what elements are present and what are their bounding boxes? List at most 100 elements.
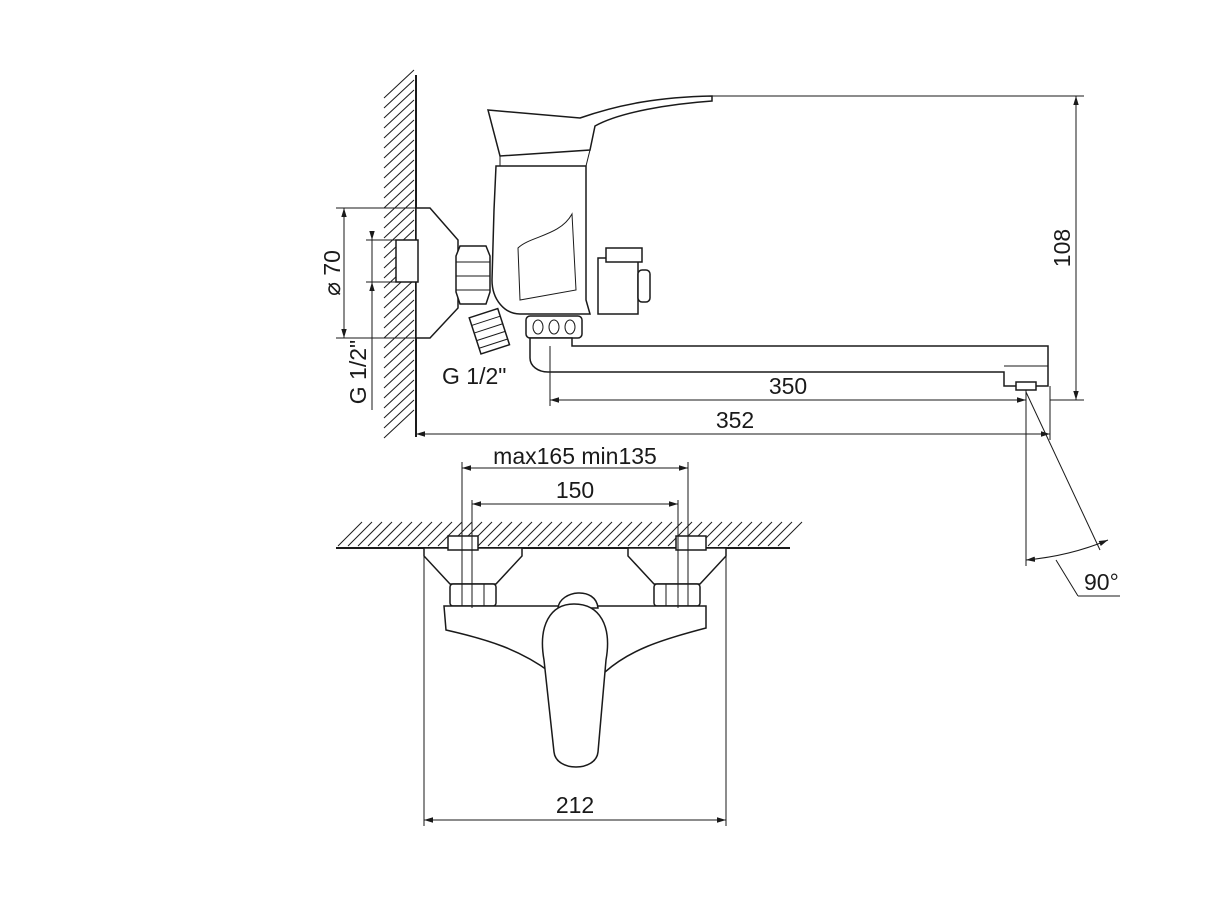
spout-side <box>529 337 1049 387</box>
dim-swivel-angle: 90° <box>1025 391 1120 597</box>
hatch-line <box>337 521 363 547</box>
wall-flange-side <box>415 207 459 339</box>
hatch-line <box>437 521 463 547</box>
front-view: max165 min135 150 212 <box>336 443 803 826</box>
hatch-line <box>383 109 415 139</box>
dim-connection-range: max165 min135 <box>462 443 688 471</box>
hatch-line <box>607 521 633 547</box>
hatch-line <box>747 521 773 547</box>
hatch-line <box>383 119 415 149</box>
hatch-line <box>527 521 553 547</box>
lever-front <box>541 603 609 768</box>
hatch-line <box>383 349 415 379</box>
hex-nut-side <box>455 245 491 305</box>
hatch-line <box>487 521 513 547</box>
hatch-line <box>383 129 415 159</box>
lever-handle-side <box>487 95 713 157</box>
hatch-line <box>587 521 613 547</box>
hatch-line <box>347 521 373 547</box>
hatch-line <box>727 521 753 547</box>
hatch-line <box>383 299 415 329</box>
aerator <box>1015 381 1037 391</box>
hatch-line <box>383 329 415 359</box>
hatch-line <box>383 149 415 179</box>
hatch-line <box>383 399 415 429</box>
dim-flange-diameter: ⌀ 70 <box>319 207 416 339</box>
hatch-line <box>383 279 415 309</box>
hatch-line <box>383 369 415 399</box>
hatch-line <box>383 209 415 239</box>
side-view: 108 ⌀ 70 G 1/2" G 1/2" 350 <box>319 69 1120 597</box>
wall-hatch-front <box>336 521 803 549</box>
hatch-line <box>383 139 415 169</box>
hatch-line <box>383 219 415 249</box>
hatch-line <box>383 359 415 389</box>
hatch-line <box>383 189 415 219</box>
hatch-line <box>597 521 623 547</box>
hatch-line <box>383 79 415 109</box>
hatch-line <box>397 521 423 547</box>
hatch-line <box>383 159 415 189</box>
dim-overall-length: 352 <box>416 386 1051 440</box>
hatch-line <box>367 521 393 547</box>
hatch-line <box>757 521 783 547</box>
dim-connection-centers: 150 <box>472 477 678 507</box>
diverter-body <box>597 257 639 315</box>
hatch-line <box>417 521 443 547</box>
hatch-line <box>383 89 415 119</box>
hatch-line <box>383 319 415 349</box>
hatch-line <box>383 309 415 339</box>
hatch-line <box>383 199 415 229</box>
hatch-line <box>383 179 415 209</box>
hatch-line <box>507 521 533 547</box>
dim-swivel-angle-label: 90° <box>1084 569 1119 595</box>
inlet-pipe-stub <box>395 239 419 283</box>
hatch-line <box>737 521 763 547</box>
hatch-line <box>547 521 573 547</box>
dim-body-width: 212 <box>423 556 727 826</box>
hatch-line <box>617 521 643 547</box>
outlet-thread-label: G 1/2" <box>442 363 506 389</box>
dim-connection-centers-label: 150 <box>556 477 594 503</box>
dim-wall-thread: G 1/2" <box>345 231 396 410</box>
dim-height: 108 <box>712 95 1084 401</box>
spout-swivel-ring <box>525 315 583 339</box>
left-nut-front <box>449 583 497 607</box>
dim-body-width-label: 212 <box>556 792 594 818</box>
hatch-line <box>387 521 413 547</box>
hatch-line <box>767 521 793 547</box>
hatch-line <box>377 521 403 547</box>
hatch-line <box>383 339 415 369</box>
hatch-line <box>537 521 563 547</box>
dim-connection-range-label: max165 min135 <box>493 443 657 469</box>
hatch-line <box>357 521 383 547</box>
hatch-line <box>557 521 583 547</box>
hatch-line <box>517 521 543 547</box>
hatch-line <box>707 521 733 547</box>
hatch-line <box>407 521 433 547</box>
hatch-line <box>427 521 453 547</box>
right-nut-front <box>653 583 701 607</box>
hatch-line <box>383 169 415 199</box>
right-flange-front <box>627 547 727 585</box>
hatch-line <box>637 521 663 547</box>
hatch-line <box>383 99 415 129</box>
dim-flange-diameter-label: ⌀ 70 <box>319 250 345 296</box>
hatch-line <box>383 389 415 419</box>
mixer-body-side <box>491 165 591 315</box>
hatch-line <box>497 521 523 547</box>
hatch-line <box>627 521 653 547</box>
hatch-line <box>477 521 503 547</box>
hatch-line <box>383 289 415 319</box>
left-flange-front <box>423 547 523 585</box>
dim-height-label: 108 <box>1049 229 1075 267</box>
hatch-line <box>777 521 803 547</box>
outlet-fitting <box>468 307 511 355</box>
hatch-line <box>383 69 415 99</box>
dim-spout-reach: 350 <box>549 346 1027 406</box>
hatch-line <box>717 521 743 547</box>
hatch-line <box>577 521 603 547</box>
dim-overall-length-label: 352 <box>716 407 754 433</box>
dim-spout-reach-label: 350 <box>769 373 807 399</box>
